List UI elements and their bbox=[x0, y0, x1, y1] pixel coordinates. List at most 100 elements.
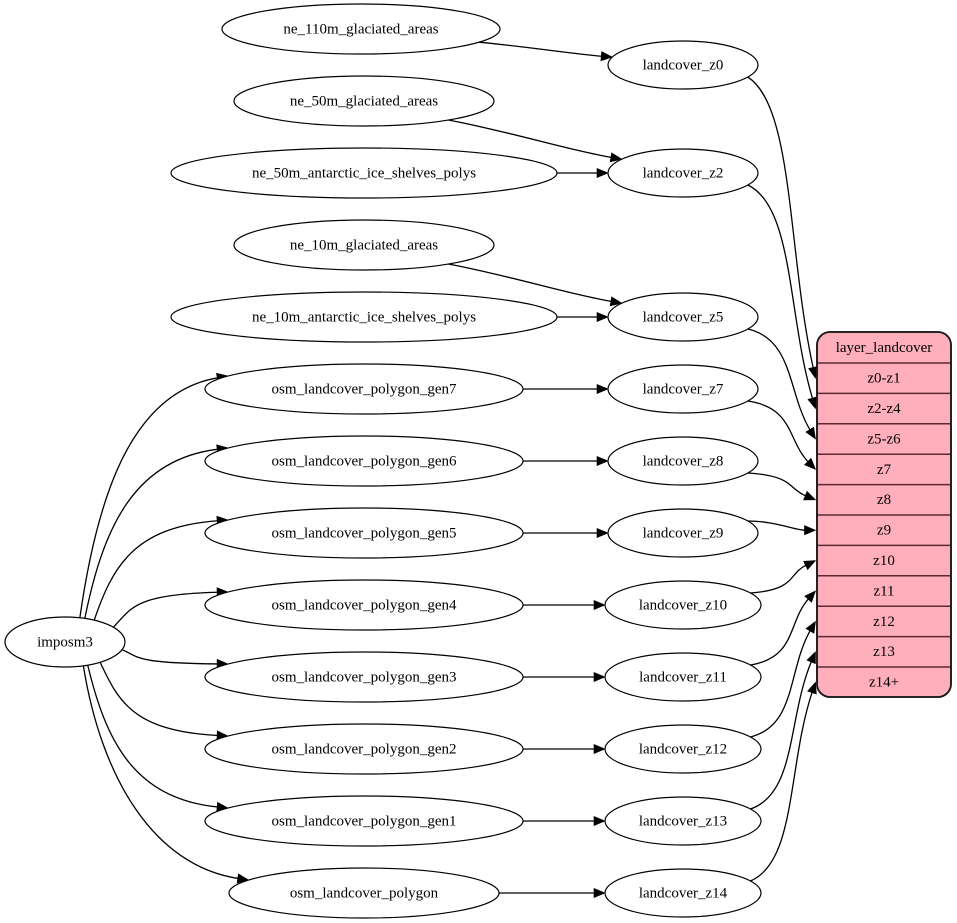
table-row-hitbox[interactable] bbox=[817, 667, 951, 697]
table-row-hitbox[interactable] bbox=[817, 393, 951, 423]
edge-arrowhead bbox=[803, 490, 817, 501]
table-row[interactable]: z5-z6 bbox=[817, 424, 951, 454]
node-landcover_z14[interactable]: landcover_z14 bbox=[604, 868, 762, 918]
node-osm_landcover_polygon_gen2[interactable]: osm_landcover_polygon_gen2 bbox=[204, 723, 524, 775]
edge-landcover_z0-to-z0-z1 bbox=[747, 76, 814, 369]
table-row[interactable]: z7 bbox=[817, 454, 951, 484]
edge-arrowhead bbox=[593, 743, 606, 755]
table-row[interactable]: z11 bbox=[817, 576, 951, 606]
edge-imposm3-to-osm_landcover_polygon_gen1 bbox=[87, 664, 219, 808]
table-row-hitbox[interactable] bbox=[817, 515, 951, 545]
edge-arrowhead bbox=[803, 560, 817, 571]
node-ne_50m_antarctic_ice_shelves_polys[interactable]: ne_50m_antarctic_ice_shelves_polys bbox=[170, 147, 558, 199]
edge-arrowhead bbox=[807, 681, 817, 695]
table-row[interactable]: z2-z4 bbox=[817, 393, 951, 423]
edge-arrowhead bbox=[596, 167, 609, 179]
node-ellipse bbox=[607, 436, 759, 486]
edge-arrowhead bbox=[593, 599, 606, 611]
edge-arrowhead bbox=[804, 590, 817, 603]
node-landcover_z12[interactable]: landcover_z12 bbox=[604, 724, 762, 774]
node-ellipse bbox=[4, 616, 126, 668]
edge-arrowhead bbox=[805, 426, 816, 440]
edge-landcover_z2-to-z2-z4 bbox=[747, 184, 814, 400]
node-landcover_z10[interactable]: landcover_z10 bbox=[604, 580, 762, 630]
edge-imposm3-to-osm_landcover_polygon_gen7 bbox=[79, 377, 219, 618]
edge-arrowhead bbox=[609, 296, 623, 307]
node-ellipse bbox=[607, 508, 759, 558]
edge-landcover_z12-to-z12 bbox=[750, 629, 812, 738]
table-row-hitbox[interactable] bbox=[817, 363, 951, 393]
node-landcover_z2[interactable]: landcover_z2 bbox=[607, 148, 759, 198]
node-landcover_z11[interactable]: landcover_z11 bbox=[604, 652, 762, 702]
table-row[interactable]: z13 bbox=[817, 637, 951, 667]
node-landcover_z0[interactable]: landcover_z0 bbox=[607, 40, 759, 90]
node-ellipse bbox=[204, 723, 524, 775]
edge-arrowhead bbox=[593, 887, 606, 899]
node-landcover_z9[interactable]: landcover_z9 bbox=[607, 508, 759, 558]
table-row-hitbox[interactable] bbox=[817, 485, 951, 515]
node-ne_10m_antarctic_ice_shelves_polys[interactable]: ne_10m_antarctic_ice_shelves_polys bbox=[170, 291, 558, 343]
edge-landcover_z13-to-z13 bbox=[750, 660, 813, 810]
table-row[interactable]: z0-z1 bbox=[817, 363, 951, 393]
table-row-hitbox[interactable] bbox=[817, 424, 951, 454]
node-ellipse bbox=[607, 292, 759, 342]
node-osm_landcover_polygon_gen5[interactable]: osm_landcover_polygon_gen5 bbox=[204, 507, 524, 559]
table-row[interactable]: z9 bbox=[817, 515, 951, 545]
edge-ne_10m_glaciated_areas-to-landcover_z5 bbox=[448, 263, 612, 303]
table-row-hitbox[interactable] bbox=[817, 576, 951, 606]
node-ellipse bbox=[607, 148, 759, 198]
edge-arrowhead bbox=[596, 527, 609, 539]
table-row[interactable]: z14+ bbox=[817, 667, 951, 697]
table-row[interactable]: z12 bbox=[817, 606, 951, 636]
node-ellipse bbox=[228, 867, 500, 919]
edge-arrowhead bbox=[593, 671, 606, 683]
node-ellipse bbox=[604, 796, 762, 846]
table-layer_landcover[interactable]: layer_landcoverz0-z1z2-z4z5-z6z7z8z9z10z… bbox=[816, 331, 952, 698]
edge-imposm3-to-osm_landcover_polygon_gen4 bbox=[112, 591, 219, 628]
node-ne_10m_glaciated_areas[interactable]: ne_10m_glaciated_areas bbox=[233, 219, 495, 271]
edge-arrowhead bbox=[807, 396, 818, 410]
node-ellipse bbox=[204, 579, 524, 631]
node-ellipse bbox=[170, 147, 558, 199]
node-ellipse bbox=[204, 435, 524, 487]
node-ellipse bbox=[604, 580, 762, 630]
node-ellipse bbox=[607, 40, 759, 90]
node-landcover_z8[interactable]: landcover_z8 bbox=[607, 436, 759, 486]
table-row-hitbox[interactable] bbox=[817, 606, 951, 636]
edge-imposm3-to-osm_landcover_polygon bbox=[82, 665, 239, 880]
node-ne_50m_glaciated_areas[interactable]: ne_50m_glaciated_areas bbox=[233, 75, 495, 127]
edge-arrowhead bbox=[804, 525, 817, 536]
node-landcover_z7[interactable]: landcover_z7 bbox=[607, 364, 759, 414]
table-row-hitbox[interactable] bbox=[817, 637, 951, 667]
table-row-hitbox[interactable] bbox=[817, 545, 951, 575]
node-ellipse bbox=[233, 219, 495, 271]
node-ellipse bbox=[604, 652, 762, 702]
node-ellipse bbox=[221, 3, 501, 55]
layer-landcover-table: layer_landcoverz0-z1z2-z4z5-z6z7z8z9z10z… bbox=[816, 331, 952, 698]
edge-landcover_z9-to-z9 bbox=[747, 520, 806, 531]
node-landcover_z13[interactable]: landcover_z13 bbox=[604, 796, 762, 846]
table-row-hitbox[interactable] bbox=[817, 454, 951, 484]
edge-arrowhead bbox=[609, 152, 623, 163]
edge-arrowhead bbox=[803, 457, 817, 470]
node-osm_landcover_polygon_gen4[interactable]: osm_landcover_polygon_gen4 bbox=[204, 579, 524, 631]
node-osm_landcover_polygon_gen7[interactable]: osm_landcover_polygon_gen7 bbox=[204, 363, 524, 415]
node-ne_110m_glaciated_areas[interactable]: ne_110m_glaciated_areas bbox=[221, 3, 501, 55]
edge-ne_50m_glaciated_areas-to-landcover_z2 bbox=[448, 119, 612, 159]
node-osm_landcover_polygon_gen3[interactable]: osm_landcover_polygon_gen3 bbox=[204, 651, 524, 703]
edge-arrowhead bbox=[806, 651, 816, 665]
node-ellipse bbox=[604, 724, 762, 774]
edge-ne_110m_glaciated_areas-to-landcover_z0 bbox=[478, 41, 603, 57]
table-row[interactable]: z8 bbox=[817, 485, 951, 515]
node-ellipse bbox=[604, 868, 762, 918]
node-osm_landcover_polygon_gen6[interactable]: osm_landcover_polygon_gen6 bbox=[204, 435, 524, 487]
table-row[interactable]: z10 bbox=[817, 545, 951, 575]
node-landcover_z5[interactable]: landcover_z5 bbox=[607, 292, 759, 342]
edge-imposm3-to-osm_landcover_polygon_gen3 bbox=[121, 649, 219, 665]
node-osm_landcover_polygon_gen1[interactable]: osm_landcover_polygon_gen1 bbox=[204, 795, 524, 847]
edge-landcover_z14-to-z14+ bbox=[750, 691, 813, 882]
node-osm_landcover_polygon[interactable]: osm_landcover_polygon bbox=[228, 867, 500, 919]
node-ellipse bbox=[204, 363, 524, 415]
node-imposm3[interactable]: imposm3 bbox=[4, 616, 126, 668]
